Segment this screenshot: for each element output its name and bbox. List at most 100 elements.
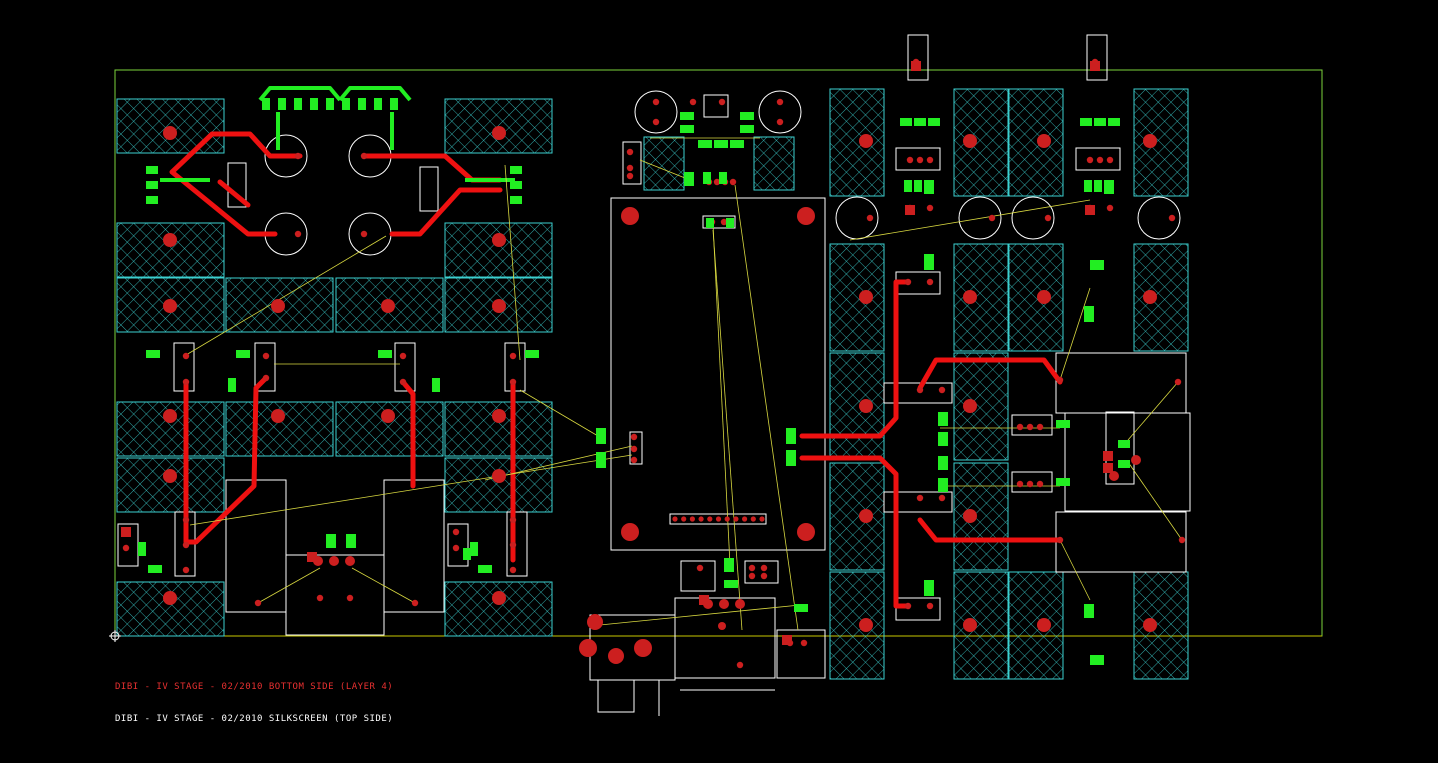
pad: [492, 299, 506, 313]
pad: [294, 152, 302, 160]
square-pad: [307, 552, 317, 562]
smd-pad: [1118, 440, 1130, 448]
smd-pad: [680, 125, 694, 133]
header-pin: [689, 516, 696, 522]
pad: [587, 614, 603, 630]
smd-pad: [374, 98, 382, 110]
smd-pad: [1118, 460, 1130, 468]
heatsink-block: [829, 462, 885, 571]
pad: [316, 594, 324, 602]
smd-pad: [236, 350, 250, 358]
smd-pad: [390, 98, 398, 110]
pad: [718, 98, 726, 106]
smd-pads: [138, 98, 1130, 665]
smd-pad: [714, 140, 728, 148]
pad: [262, 352, 270, 360]
smd-pad: [684, 172, 694, 186]
pad: [1143, 290, 1157, 304]
smd-pad: [924, 254, 934, 270]
pad: [988, 214, 996, 222]
pad: [748, 572, 756, 580]
smd-pad: [278, 98, 286, 110]
smd-pad: [938, 478, 948, 492]
pad: [163, 233, 177, 247]
pad: [509, 541, 517, 549]
pad: [345, 556, 355, 566]
pad: [1036, 480, 1044, 488]
pad: [859, 618, 873, 632]
pad: [1016, 480, 1024, 488]
heatsink-block: [116, 222, 225, 278]
pad: [381, 409, 395, 423]
heatsink-block: [829, 243, 885, 352]
square-pad: [905, 205, 915, 215]
heatsink-block: [1008, 88, 1064, 197]
header-pin: [672, 516, 678, 522]
smd-pad: [1084, 604, 1094, 618]
pad: [904, 602, 912, 610]
smd-pad: [724, 558, 734, 572]
smd-pad: [1090, 655, 1104, 665]
pad: [626, 172, 634, 180]
smd-pad: [148, 565, 162, 573]
smd-pad: [378, 350, 392, 358]
smd-pad: [478, 565, 492, 573]
pad: [1026, 480, 1034, 488]
pad: [963, 509, 977, 523]
heatsink-block: [953, 462, 1009, 571]
pad: [963, 134, 977, 148]
smd-pad: [924, 580, 934, 596]
pad: [926, 278, 934, 286]
smd-pad: [326, 98, 334, 110]
pad: [800, 639, 808, 647]
heatsink-block: [753, 136, 795, 191]
pad: [1143, 134, 1157, 148]
smd-pad: [1084, 180, 1092, 192]
pad: [1086, 156, 1094, 164]
square-pad: [911, 61, 921, 71]
smd-pad: [1056, 420, 1070, 428]
pad: [748, 564, 756, 572]
header-pin: [724, 516, 730, 522]
pad: [1096, 156, 1104, 164]
pad: [182, 352, 190, 360]
smd-pad: [1108, 118, 1120, 126]
heatsink-block: [953, 571, 1009, 680]
heatsink-block: [444, 222, 553, 278]
copper-traces: [169, 131, 1063, 609]
pad: [163, 469, 177, 483]
pad: [163, 126, 177, 140]
pad: [776, 98, 784, 106]
pad: [1026, 423, 1034, 431]
silkscreen-outlines: [117, 34, 1191, 716]
pad: [689, 98, 697, 106]
smd-pad: [904, 180, 912, 192]
smd-pad: [938, 432, 948, 446]
pad: [916, 386, 924, 394]
pad: [1109, 471, 1119, 481]
heatsink-block: [829, 88, 885, 197]
smd-pad: [786, 450, 796, 466]
pad: [621, 523, 639, 541]
smd-pad: [262, 98, 270, 110]
heatsink-block: [116, 581, 225, 637]
pad: [963, 399, 977, 413]
heatsink-block: [116, 98, 225, 154]
pad: [163, 299, 177, 313]
smd-pad: [914, 180, 922, 192]
heatsink-block: [829, 352, 885, 461]
pad: [329, 556, 339, 566]
pad: [1106, 156, 1114, 164]
pad: [926, 204, 934, 212]
pad: [906, 156, 914, 164]
header-pin: [733, 516, 739, 522]
smd-pad: [138, 542, 146, 556]
smd-pad: [146, 181, 158, 189]
pad: [626, 148, 634, 156]
smd-pad: [310, 98, 318, 110]
pad: [1178, 536, 1186, 544]
smd-pad: [740, 112, 754, 120]
pad: [776, 118, 784, 126]
square-pad: [782, 635, 792, 645]
